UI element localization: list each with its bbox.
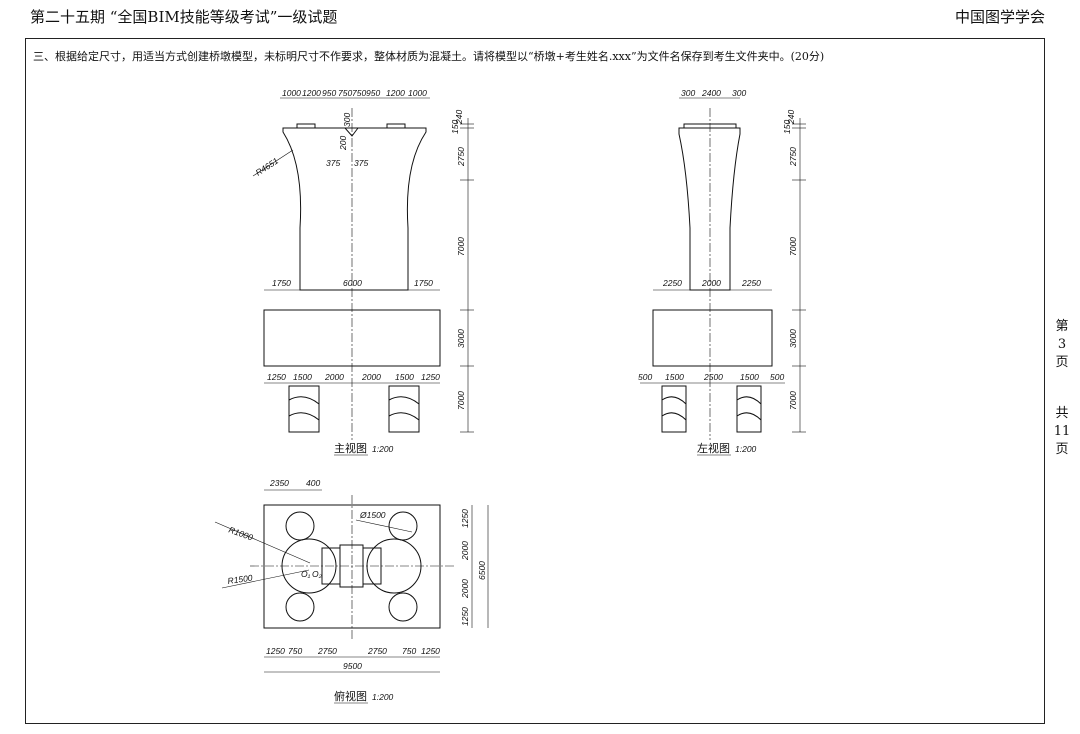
front-top-dim: 1000 (408, 88, 427, 98)
plan-label: O₂ (312, 569, 323, 579)
left-top-dim: 2400 (701, 88, 721, 98)
plan-right-dim: 2000 (460, 541, 470, 561)
front-top-dim: 950 (322, 88, 336, 98)
front-top-dim: 1000 (282, 88, 301, 98)
front-right-dim: 7000 (456, 237, 466, 256)
plan-label: O₁ (301, 569, 311, 579)
org-name: 中国图学学会 (955, 8, 1046, 26)
left-right-dim: 7000 (788, 237, 798, 256)
notch-dim: 375 (354, 158, 368, 168)
plan-bottom-dim: 750 (288, 646, 302, 656)
front-mid-dim: 6000 (343, 278, 362, 288)
left-pile-dim: 500 (638, 372, 652, 382)
drawing-frame (25, 38, 1045, 724)
left-pile-dim: 1500 (665, 372, 684, 382)
plan-right-dim: 6500 (477, 561, 487, 580)
left-mid-dim: 2250 (741, 278, 761, 288)
plan-bottom-dim: 1250 (266, 646, 285, 656)
front-right-dim: 150 (450, 120, 460, 134)
left-pile-dim: 2500 (703, 372, 723, 382)
front-right-dim: 240 (454, 110, 464, 125)
left-right-dim: 240 (786, 110, 796, 125)
front-pile-dim: 1500 (395, 372, 414, 382)
front-mid-dim: 1750 (272, 278, 291, 288)
plan-label: R1500 (227, 573, 253, 586)
page-total: 共 11 页 (1053, 406, 1071, 457)
plan-label: R1000 (227, 524, 254, 542)
front-pile-dim: 1500 (293, 372, 312, 382)
plan-top-dim: 2350 (269, 478, 289, 488)
front-pile-dim: 2000 (324, 372, 344, 382)
plan-right-dim: 1250 (460, 607, 470, 626)
front-mid-dim: 1750 (414, 278, 433, 288)
plan-view-scale: 1:200 (372, 692, 394, 702)
left-mid-dim: 2250 (662, 278, 682, 288)
notch-dim: 375 (326, 158, 340, 168)
radius-label: R4651 (254, 156, 281, 178)
left-view: 300 2400 300 2250 2000 2250 500 1500 250… (638, 88, 806, 456)
front-view: 1000 1200 950 750 750 950 1200 1000 300 … (252, 88, 474, 456)
left-top-dim: 300 (732, 88, 746, 98)
exam-title: 第二十五期 “全国BIM技能等级考试”一级试题 (30, 8, 338, 26)
front-top-dim: 950 (366, 88, 380, 98)
plan-bottom-dim: 2750 (317, 646, 337, 656)
plan-right-dim: 2000 (460, 579, 470, 599)
notch-dim: 300 (342, 113, 352, 127)
front-view-title: 主视图 (334, 441, 367, 455)
plan-view: R1000 R1500 Ø1500 O₁ O₂ 2350 400 1250 20… (214, 478, 489, 704)
front-right-dim: 2750 (456, 147, 466, 167)
front-view-scale: 1:200 (372, 444, 394, 454)
plan-bottom-dim: 750 (402, 646, 416, 656)
question-text: 三、根据给定尺寸，用适当方式创建桥墩模型，未标明尺寸不作要求，整体材质为混凝土。… (33, 50, 825, 63)
left-pile-dim: 1500 (740, 372, 759, 382)
left-right-dim: 2750 (788, 147, 798, 167)
front-top-dim: 750 (338, 88, 352, 98)
plan-bottom-dim: 2750 (367, 646, 387, 656)
front-pile-dim: 2000 (361, 372, 381, 382)
plan-label: Ø1500 (359, 510, 386, 520)
plan-top-dim: 400 (306, 478, 320, 488)
left-right-dim: 7000 (788, 391, 798, 410)
front-right-dim: 7000 (456, 391, 466, 410)
notch-dim: 200 (338, 136, 348, 151)
front-top-dim: 750 (352, 88, 366, 98)
page-number: 第 3 页 (1055, 319, 1069, 370)
front-pile-dim: 1250 (421, 372, 440, 382)
front-top-dim: 1200 (386, 88, 405, 98)
plan-bottom-dim: 1250 (421, 646, 440, 656)
left-right-dim: 3000 (788, 329, 798, 348)
left-top-dim: 300 (681, 88, 695, 98)
left-view-title: 左视图 (697, 441, 730, 455)
plan-right-dim: 1250 (460, 509, 470, 528)
left-pile-dim: 500 (770, 372, 784, 382)
left-right-dim: 150 (782, 120, 792, 134)
front-pile-dim: 1250 (267, 372, 286, 382)
plan-total-dim: 9500 (343, 661, 362, 671)
left-mid-dim: 2000 (701, 278, 721, 288)
plan-view-title: 俯视图 (334, 689, 367, 703)
left-view-scale: 1:200 (735, 444, 757, 454)
front-right-dim: 3000 (456, 329, 466, 348)
front-top-dim: 1200 (302, 88, 321, 98)
